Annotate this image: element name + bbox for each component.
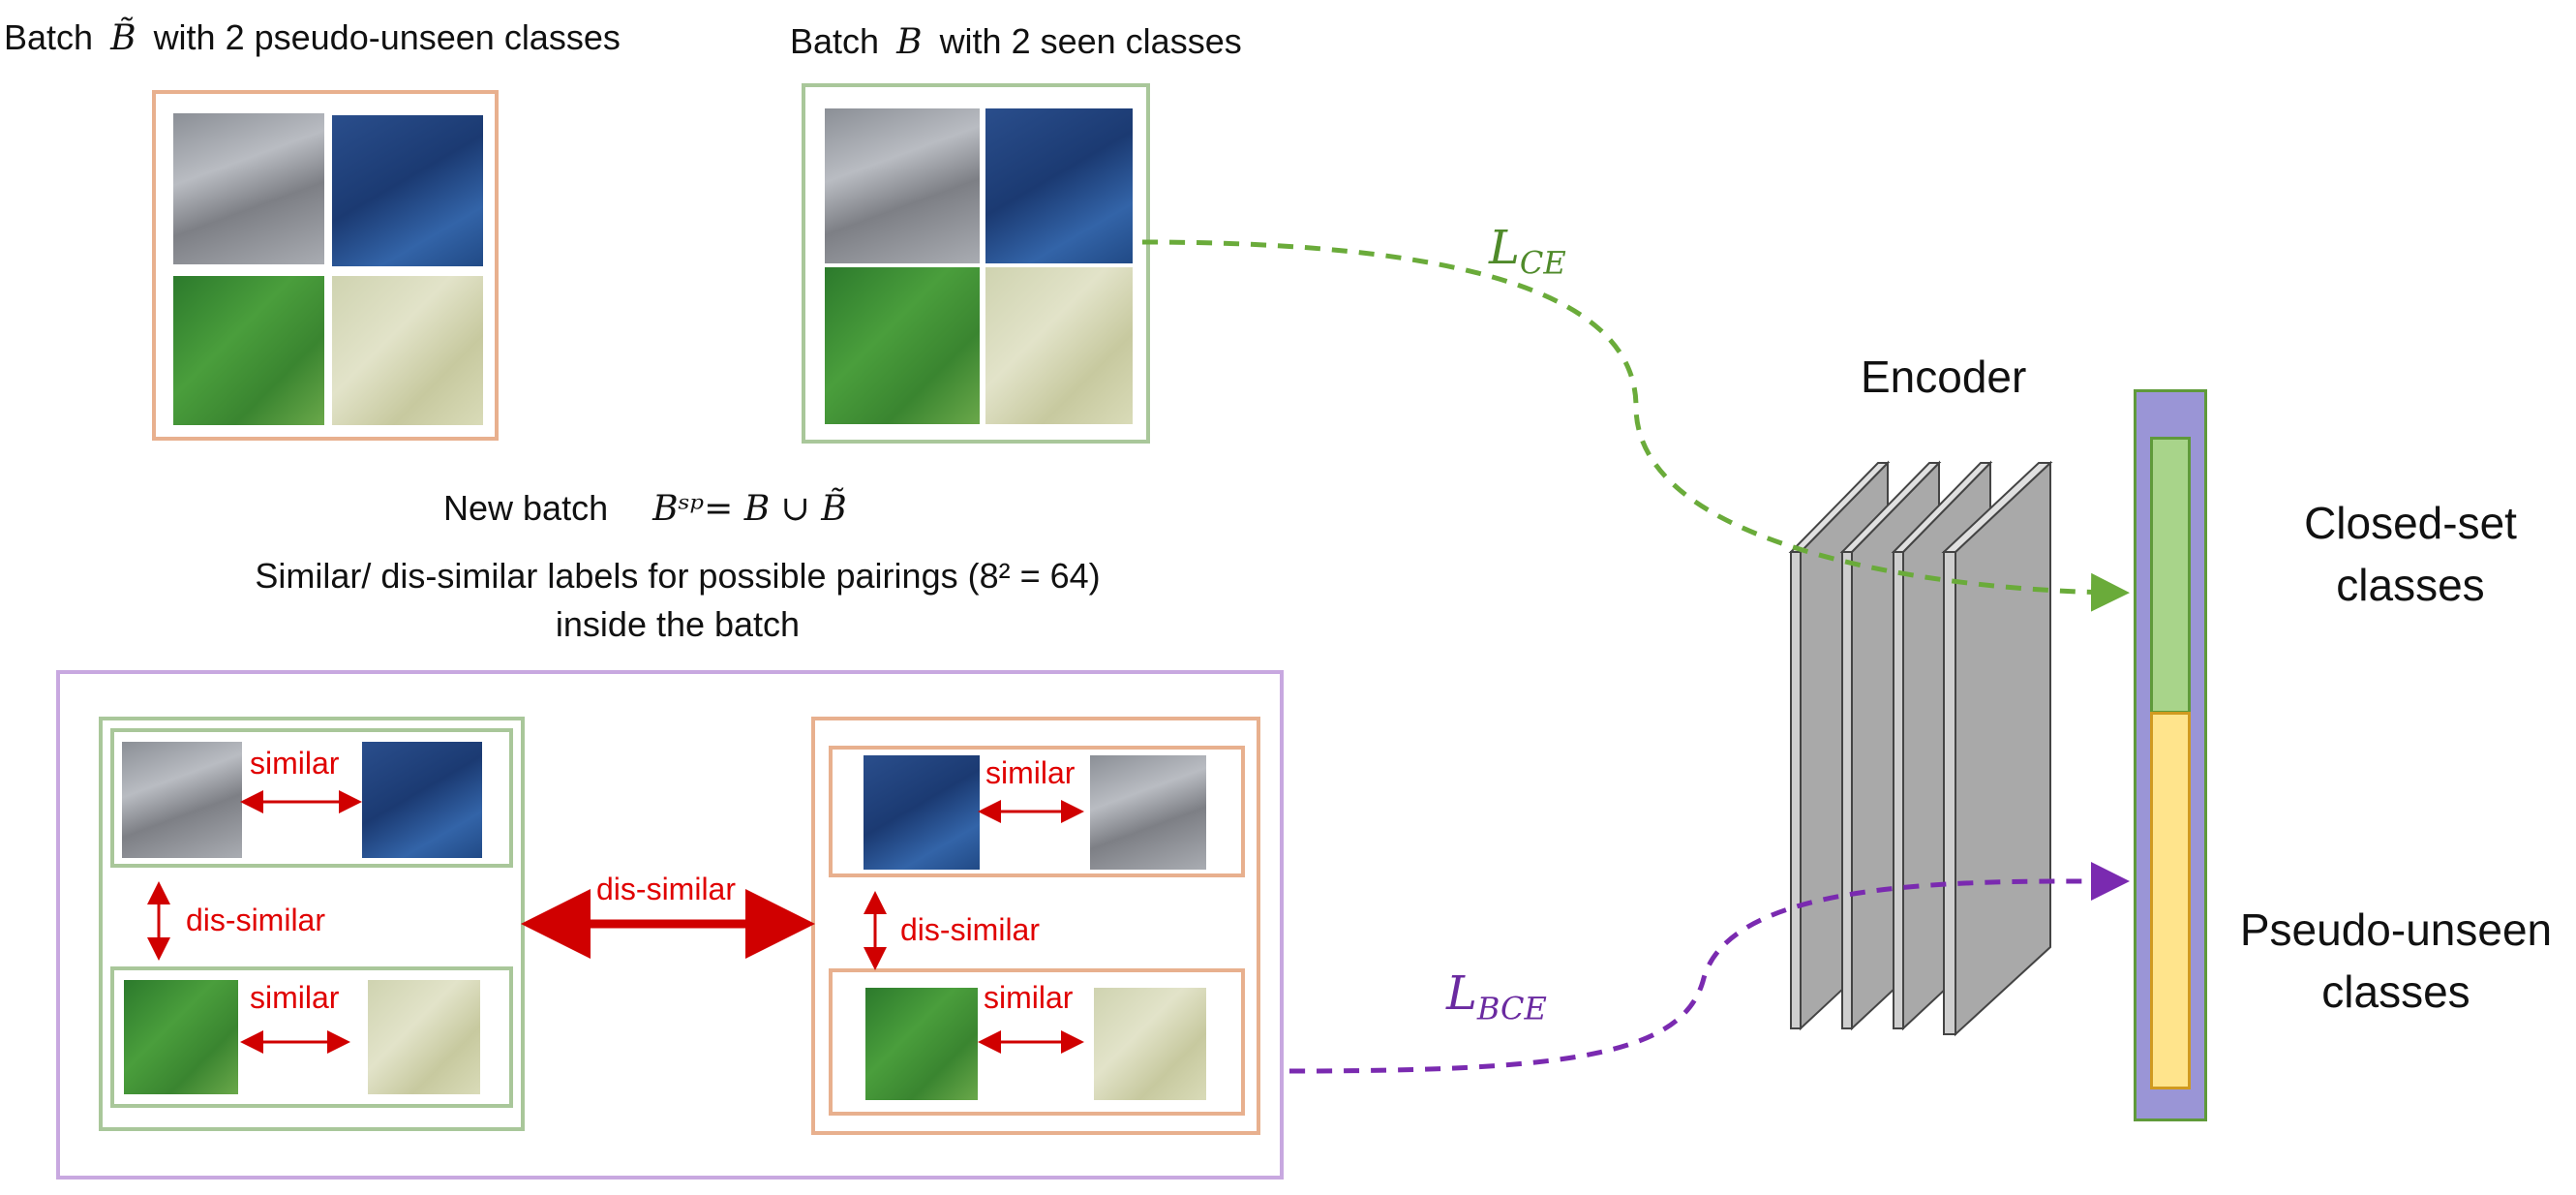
dog-image — [368, 980, 480, 1094]
loss-ce-label: LCE — [1489, 221, 1566, 282]
dog-image — [865, 988, 978, 1100]
dog-image — [825, 267, 980, 424]
goose-image — [173, 113, 324, 264]
new-batch-text: New batch — [443, 488, 609, 528]
pseudo-unseen-segment — [2150, 712, 2191, 1089]
batch-seen-title: Batch B with 2 seen classes — [790, 21, 1242, 62]
duck-image — [332, 115, 483, 266]
loss-ce-symbol: L — [1489, 221, 1520, 275]
similar-label: similar — [250, 746, 340, 781]
duck-image — [362, 742, 482, 858]
closed-set-segment — [2150, 437, 2191, 714]
batch-tilde-prefix: Batch — [4, 17, 94, 57]
dog-image — [985, 267, 1133, 424]
dissimilar-label: dis-similar — [900, 912, 1040, 947]
closed-set-label: Closed-set classes — [2256, 492, 2565, 616]
similar-label: similar — [985, 755, 1076, 790]
batch-seen-prefix: Batch — [790, 21, 880, 61]
similar-label: similar — [984, 980, 1074, 1015]
new-batch-label: New batch Bˢᵖ= B ∪ B̃ — [443, 488, 847, 529]
dog-image — [1094, 988, 1206, 1100]
goose-image — [1090, 755, 1206, 870]
dog-image — [124, 980, 238, 1094]
seen-pair-dogs — [110, 966, 513, 1108]
goose-image — [122, 742, 242, 858]
batch-seen-symbol: B — [896, 22, 923, 62]
encoder-layer — [1941, 460, 2053, 1037]
seen-pair-birds — [110, 728, 513, 868]
dog-image — [332, 276, 483, 425]
pseudo-unseen-line-2: classes — [2321, 966, 2470, 1017]
dog-image — [173, 276, 324, 425]
batch-tilde-symbol: B̃ — [110, 18, 136, 58]
pseudo-unseen-line-1: Pseudo-unseen — [2239, 904, 2553, 955]
batch-tilde-frame — [152, 90, 499, 441]
pairing-line-1: Similar/ dis-similar labels for possible… — [255, 556, 1101, 596]
seen-pairs-group — [99, 717, 525, 1131]
encoder-block — [1788, 460, 2053, 1037]
loss-bce-label: LBCE — [1446, 966, 1547, 1027]
goose-image — [825, 108, 980, 263]
closed-set-line-2: classes — [2336, 560, 2485, 610]
pseudo-pair-dogs — [829, 968, 1245, 1116]
batch-tilde-title: Batch B̃ with 2 pseudo-unseen classes — [4, 17, 621, 58]
loss-bce-symbol: L — [1446, 966, 1477, 1021]
new-batch-formula: Bˢᵖ= B ∪ B̃ — [652, 489, 847, 529]
closed-set-line-1: Closed-set — [2304, 498, 2517, 548]
output-bar — [2134, 389, 2207, 1121]
pairing-text: Similar/ dis-similar labels for possible… — [155, 552, 1200, 649]
pseudo-pair-birds — [829, 746, 1245, 877]
duck-image — [985, 108, 1133, 263]
ce-loss-curve — [1141, 239, 2130, 612]
similar-label: similar — [250, 980, 340, 1015]
encoder-label: Encoder — [1861, 352, 2027, 402]
pairing-frame — [56, 670, 1284, 1180]
pseudo-unseen-label: Pseudo-unseen classes — [2227, 899, 2565, 1023]
loss-bce-subscript: BCE — [1476, 990, 1547, 1027]
batch-seen-suffix: with 2 seen classes — [939, 21, 1242, 61]
pseudo-pairs-group — [811, 717, 1260, 1135]
batch-tilde-suffix: with 2 pseudo-unseen classes — [153, 17, 621, 57]
loss-ce-subscript: CE — [1519, 244, 1566, 282]
pairing-line-2: inside the batch — [555, 604, 801, 644]
dissimilar-label: dis-similar — [186, 903, 325, 937]
batch-seen-frame — [802, 83, 1150, 444]
duck-image — [864, 755, 980, 870]
bce-loss-curve — [1288, 861, 2130, 1074]
